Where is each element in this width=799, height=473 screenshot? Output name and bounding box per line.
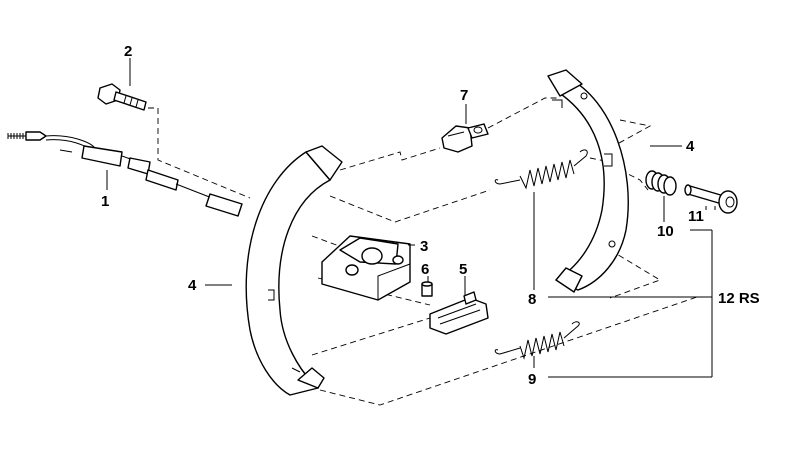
anchor-bracket	[321, 235, 411, 301]
label-7: 7	[460, 87, 468, 104]
brake-shoe-right	[547, 69, 629, 293]
label-4-left: 4	[188, 277, 197, 294]
label-2: 2	[124, 43, 132, 60]
return-spring-lower	[494, 321, 580, 360]
label-1: 1	[101, 193, 109, 210]
label-4-right: 4	[686, 138, 695, 155]
label-11: 11	[688, 208, 704, 225]
hex-bolt	[97, 83, 147, 111]
label-8: 8	[528, 291, 536, 308]
assembly-guide-lines	[148, 97, 701, 406]
leader-lines	[106, 58, 716, 378]
label-12-rs: 12 RS	[718, 290, 760, 307]
adjuster	[429, 291, 489, 335]
label-3: 3	[420, 238, 428, 255]
label-6: 6	[421, 261, 429, 278]
label-10: 10	[657, 223, 674, 240]
return-spring-upper	[494, 149, 588, 190]
hold-down-spring	[645, 170, 677, 196]
pin	[421, 281, 433, 297]
callout-labels: 2 1 3 4 6 5 7 4 8 9 10 11 12 RS	[101, 43, 760, 388]
hold-down-pin	[684, 184, 738, 214]
label-5: 5	[459, 261, 467, 278]
brake-shoe-left	[245, 145, 343, 396]
label-9: 9	[528, 371, 536, 388]
expander-lever	[441, 123, 489, 153]
handbrake-cable	[7, 131, 243, 217]
